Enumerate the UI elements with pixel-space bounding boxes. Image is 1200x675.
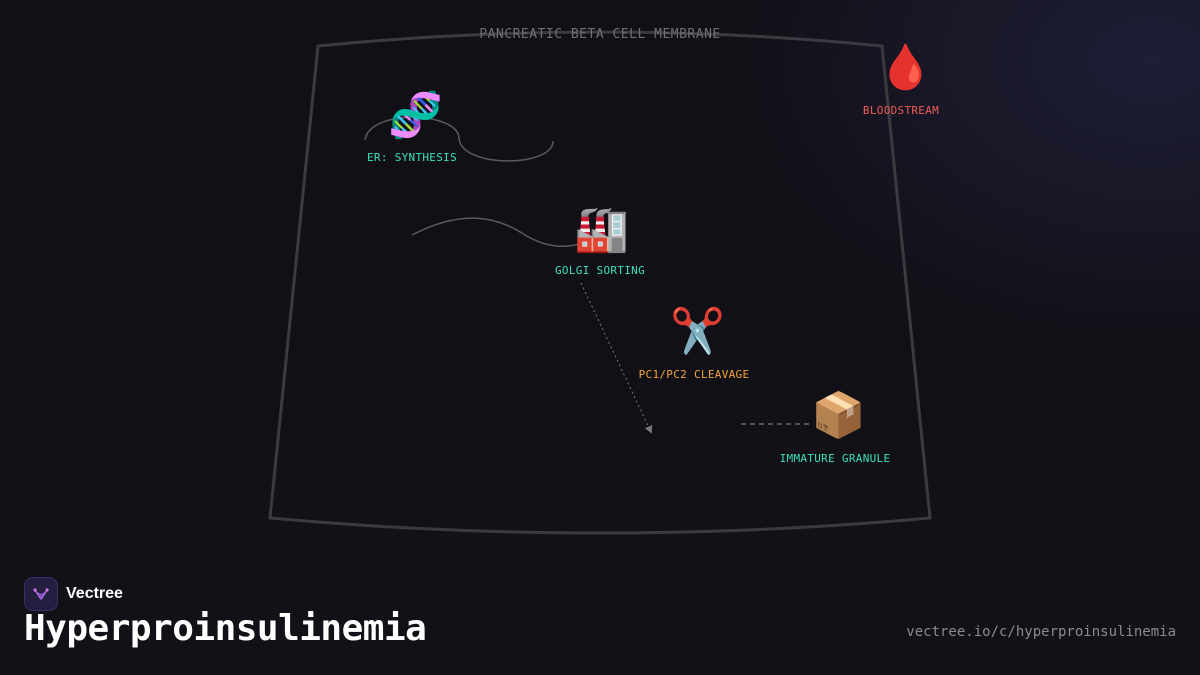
brand-name: Vectree <box>66 585 123 602</box>
membrane-label: PANCREATIC BETA CELL MEMBRANE <box>479 27 721 42</box>
bloodstream-label: BLOODSTREAM <box>862 104 940 117</box>
package-icon: 📦 <box>811 390 866 441</box>
vectree-logo-icon <box>24 577 58 611</box>
golgi-sorting-label: GOLGI SORTING <box>555 264 645 277</box>
er-synthesis-label: ER: SYNTHESIS <box>367 151 457 164</box>
cell-membrane <box>268 30 932 535</box>
dna-icon: 🧬 <box>388 90 443 141</box>
blood-drop-icon: 🩸 <box>878 42 933 93</box>
scissors-icon: ✂️ <box>670 306 725 357</box>
cleavage-label: PC1/PC2 CLEAVAGE <box>638 368 750 381</box>
golgi-to-cleavage-arrow <box>580 282 653 434</box>
brand: Vectree <box>24 577 123 611</box>
page-title: Hyperproinsulinemia <box>24 608 427 649</box>
factory-icon: 🏭 <box>574 204 629 255</box>
er-to-golgi-connector <box>411 217 601 247</box>
immature-granule-label: IMMATURE GRANULE <box>779 452 891 465</box>
page-url[interactable]: vectree.io/c/hyperproinsulinemia <box>906 624 1176 640</box>
er-connector <box>364 116 554 162</box>
